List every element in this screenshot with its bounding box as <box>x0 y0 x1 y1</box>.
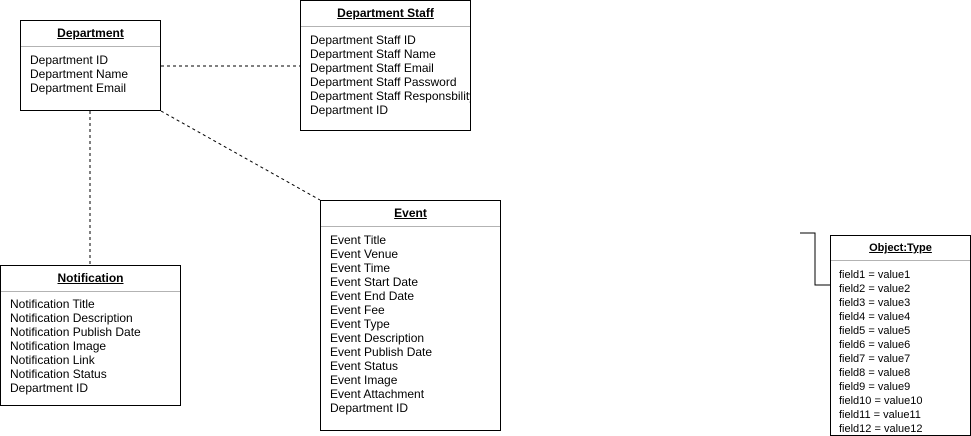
entity-title: Event <box>321 201 500 227</box>
entity-department-staff[interactable]: Department Staff Department Staff ID Dep… <box>300 0 471 131</box>
entity-title: Object:Type <box>831 236 970 261</box>
attribute: Department ID <box>30 53 109 67</box>
attribute: Event Start Date <box>330 275 419 289</box>
attribute: field10 = value10 <box>839 395 923 407</box>
attribute: Department Staff Password <box>310 75 457 89</box>
attribute: field5 = value5 <box>839 325 911 337</box>
attribute: field6 = value6 <box>839 339 911 351</box>
attribute: field4 = value4 <box>839 311 911 323</box>
attribute: Event Description <box>330 331 425 345</box>
attribute: Department Staff Name <box>310 47 436 61</box>
attribute: Notification Title <box>10 297 95 311</box>
attribute: Event End Date <box>330 289 415 303</box>
attribute-list: field1 = value1 field2 = value2 field3 =… <box>831 261 970 436</box>
attribute: Department ID <box>310 103 389 117</box>
connector-department-event <box>160 110 321 201</box>
attribute: Department Staff Email <box>310 61 434 75</box>
attribute: field1 = value1 <box>839 269 911 281</box>
entity-department[interactable]: Department Department ID Department Name… <box>20 20 161 111</box>
attribute: Department Staff Responsbility <box>310 89 471 103</box>
entity-object-type[interactable]: Object:Type field1 = value1 field2 = val… <box>830 235 971 436</box>
attribute: Notification Publish Date <box>10 325 141 339</box>
attribute: Department ID <box>330 401 409 415</box>
attribute: Notification Link <box>10 353 95 367</box>
attribute: Event Title <box>330 233 387 247</box>
attribute: Department Email <box>30 81 127 95</box>
entity-title: Notification <box>1 266 180 292</box>
attribute: Event Fee <box>330 303 385 317</box>
attribute-list: Event Title Event Venue Event Time Event… <box>321 227 500 415</box>
attribute: field3 = value3 <box>839 297 911 309</box>
attribute: Event Publish Date <box>330 345 433 359</box>
entity-event[interactable]: Event Event Title Event Venue Event Time… <box>320 200 501 431</box>
attribute-list: Department Staff ID Department Staff Nam… <box>301 27 470 117</box>
attribute: field11 = value11 <box>839 409 921 421</box>
attribute: Notification Image <box>10 339 107 353</box>
attribute: Department Name <box>30 67 129 81</box>
attribute: field8 = value8 <box>839 367 911 379</box>
attribute: field2 = value2 <box>839 283 911 295</box>
attribute: Event Attachment <box>330 387 425 401</box>
entity-title: Department Staff <box>301 1 470 27</box>
attribute: Notification Status <box>10 367 107 381</box>
attribute: field7 = value7 <box>839 353 911 365</box>
attribute: Event Type <box>330 317 390 331</box>
attribute: field12 = value12 <box>839 423 923 435</box>
attribute: Event Status <box>330 359 399 373</box>
attribute: Event Time <box>330 261 391 275</box>
attribute: Department ID <box>10 381 89 395</box>
attribute: Event Image <box>330 373 398 387</box>
entity-notification[interactable]: Notification Notification Title Notifica… <box>0 265 181 406</box>
entity-title: Department <box>21 21 160 47</box>
attribute-list: Department ID Department Name Department… <box>21 47 160 95</box>
attribute: Event Venue <box>330 247 399 261</box>
attribute: Department Staff ID <box>310 33 416 47</box>
connector-object-type <box>800 232 830 286</box>
attribute: field9 = value9 <box>839 381 911 393</box>
attribute-list: Notification Title Notification Descript… <box>1 292 180 395</box>
attribute: Notification Description <box>10 311 133 325</box>
